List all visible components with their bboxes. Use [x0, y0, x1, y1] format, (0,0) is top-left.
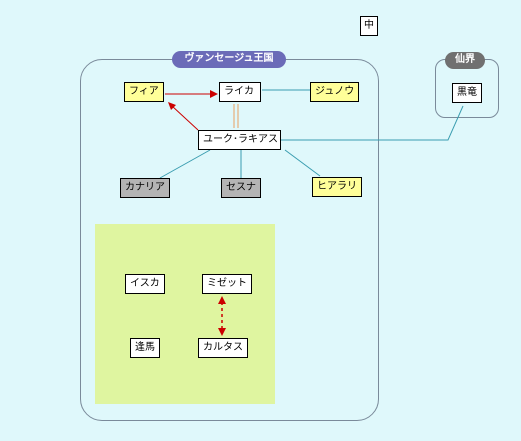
arrowhead-fia [168, 102, 176, 110]
node-laika[interactable]: ライカ [219, 82, 261, 102]
node-hiarari[interactable]: ヒアラリ [312, 177, 362, 197]
link-yuk-canaria [159, 149, 211, 179]
node-sesna[interactable]: セスナ [221, 178, 261, 198]
node-canaria[interactable]: カナリア [120, 178, 170, 198]
corner-label: 中 [360, 16, 378, 36]
subgroup-zone [95, 224, 275, 404]
node-iska[interactable]: イスカ [125, 274, 165, 294]
arrowhead-mizetto [218, 296, 226, 304]
node-yuk[interactable]: ユーク･ラキアス [198, 130, 281, 150]
node-mizetto[interactable]: ミゼット [202, 274, 252, 294]
link-yuk-hiarari [284, 149, 321, 177]
other-world-label: 仙界 [445, 52, 485, 69]
link-yuk-kokuryu [280, 105, 464, 141]
node-carutas[interactable]: カルタス [198, 338, 248, 358]
node-kokuryu[interactable]: 黒竜 [452, 83, 482, 103]
node-fia[interactable]: フィア [124, 82, 164, 102]
arrowhead-carutas [218, 328, 226, 336]
node-juno[interactable]: ジュノウ [310, 82, 360, 102]
arrowhead-laika [210, 90, 218, 98]
link-yuk-fia [171, 105, 199, 131]
kingdom-label: ヴァンセージュ王国 [172, 51, 286, 68]
node-touma[interactable]: 逢馬 [130, 338, 160, 358]
